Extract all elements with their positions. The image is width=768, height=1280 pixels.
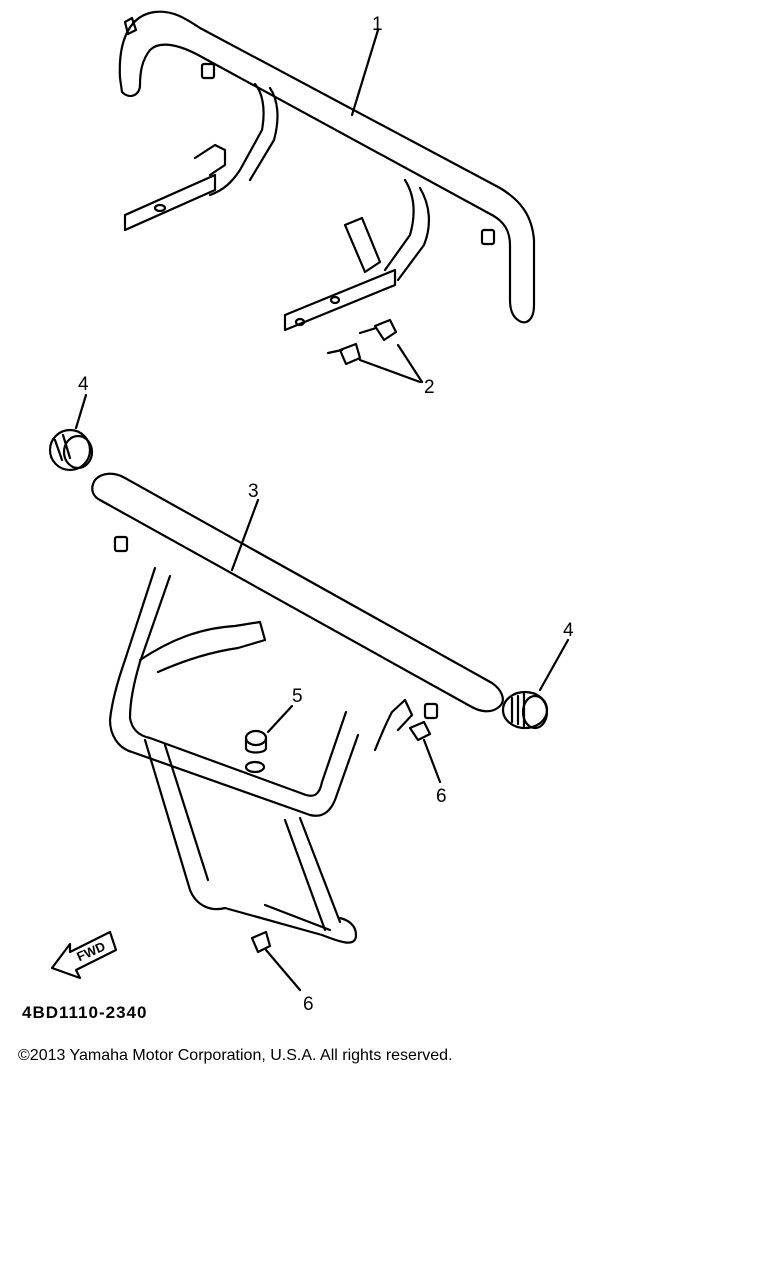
callout-6-lower: 6: [303, 994, 314, 1015]
part-2-bolts: [326, 318, 424, 384]
part-6-bolt-upper: [408, 720, 442, 784]
part-5-damper: [244, 704, 294, 754]
fwd-arrow-icon: [50, 930, 118, 980]
part-code: 4BD1110-2340: [22, 1003, 148, 1022]
fwd-label: FWD: [74, 939, 107, 965]
callout-4-left: 4: [78, 374, 89, 395]
callout-6-upper: 6: [436, 786, 447, 807]
callout-4-right: 4: [563, 620, 574, 641]
callout-1: 1: [372, 14, 383, 35]
callout-2: 2: [424, 377, 435, 398]
callout-5: 5: [292, 686, 303, 707]
part-1-guard-bar: [118, 10, 536, 332]
copyright-notice: ©2013 Yamaha Motor Corporation, U.S.A. A…: [18, 1047, 453, 1064]
callout-3: 3: [248, 481, 259, 502]
part-3-guard-bar: [91, 472, 504, 944]
parts-diagram: 1 2 3 4 4 5 6 6 FWD: [48, 10, 574, 1015]
part-4-end-cap-right: [501, 690, 549, 730]
part-4-end-cap-left: [48, 428, 94, 472]
part-6-bolt-lower: [250, 930, 302, 992]
